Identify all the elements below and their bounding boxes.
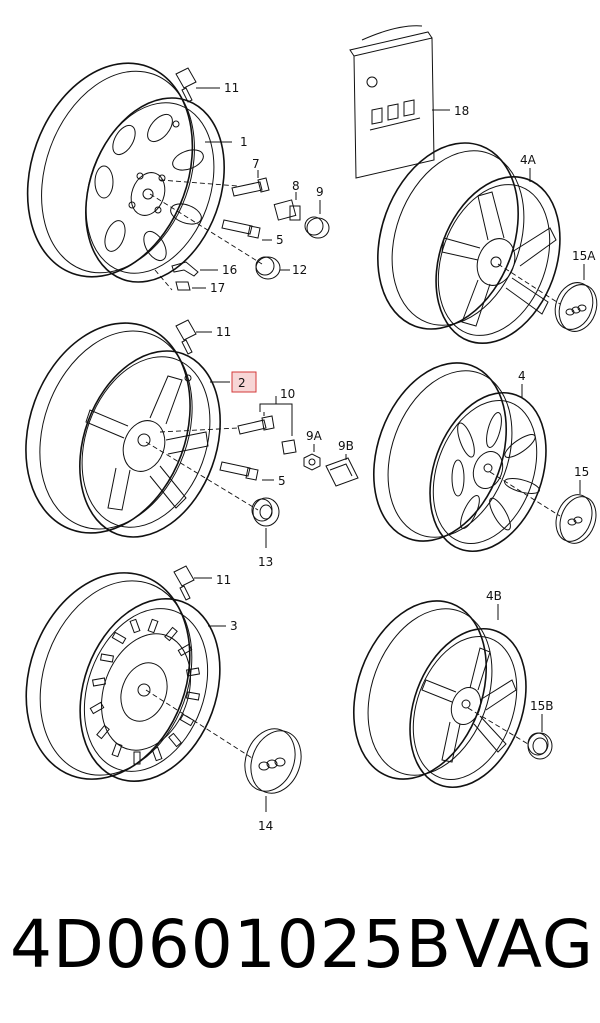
clip-16 <box>171 261 218 277</box>
parts-diagram: 11 1 7 8 9 5 12 16 17 <box>25 25 598 833</box>
valve-11-mid <box>175 319 212 355</box>
callout-15b: 15B <box>530 699 554 713</box>
package-18 <box>349 25 450 179</box>
cap-15a <box>554 264 598 332</box>
wheel-4b <box>352 600 527 789</box>
callout-11-mid: 11 <box>216 325 231 339</box>
nut-9a <box>303 444 321 471</box>
callout-12: 12 <box>292 263 307 277</box>
callout-13: 13 <box>258 555 273 569</box>
callout-7: 7 <box>252 157 260 171</box>
weight-17 <box>175 281 206 291</box>
wheel-2 <box>25 322 221 538</box>
cap-12 <box>255 256 290 280</box>
callout-4a: 4A <box>520 153 537 167</box>
callout-10: 10 <box>280 387 295 401</box>
callout-15: 15 <box>574 465 589 479</box>
wheel-4a <box>377 142 561 345</box>
highlight-box-2 <box>231 371 257 393</box>
callout-1: 1 <box>240 135 248 149</box>
lock-8 <box>273 192 301 221</box>
cap-9 <box>304 200 330 239</box>
callout-5-top: 5 <box>276 233 284 247</box>
brand-name: VAG <box>455 906 595 983</box>
bolt-5-top <box>221 219 272 241</box>
cap-14 <box>244 728 302 812</box>
callout-4: 4 <box>518 369 526 383</box>
tool-9b <box>325 454 359 487</box>
callout-9a: 9A <box>306 429 323 443</box>
callout-8: 8 <box>292 179 300 193</box>
callout-5-mid: 5 <box>278 474 286 488</box>
cap-15 <box>555 480 597 544</box>
callout-17: 17 <box>210 281 225 295</box>
callout-2: 2 <box>238 376 246 390</box>
wheel-3 <box>25 572 221 782</box>
part-number: 4D0601025B <box>10 906 453 983</box>
bolt-5-mid <box>219 461 274 481</box>
bolt-7 <box>231 170 270 197</box>
callout-9b: 9B <box>338 439 354 453</box>
callout-16: 16 <box>222 263 237 277</box>
valve-11-bottom <box>173 565 212 601</box>
callout-14: 14 <box>258 819 273 833</box>
cap-13 <box>251 497 280 548</box>
wheel-4 <box>372 362 547 553</box>
callout-11-bottom: 11 <box>216 573 231 587</box>
callout-4b: 4B <box>486 589 502 603</box>
callout-11-top: 11 <box>224 81 239 95</box>
callout-15a: 15A <box>572 249 596 263</box>
callout-3: 3 <box>230 619 238 633</box>
footer: 4D0601025B VAG <box>0 895 600 1005</box>
valve-11-top <box>175 67 220 103</box>
bolt-10 <box>237 412 275 435</box>
callout-18: 18 <box>454 104 469 118</box>
cap-15b <box>527 714 553 760</box>
callout-9: 9 <box>316 185 324 199</box>
nut-10 <box>281 412 297 455</box>
wheel-1 <box>26 62 225 283</box>
